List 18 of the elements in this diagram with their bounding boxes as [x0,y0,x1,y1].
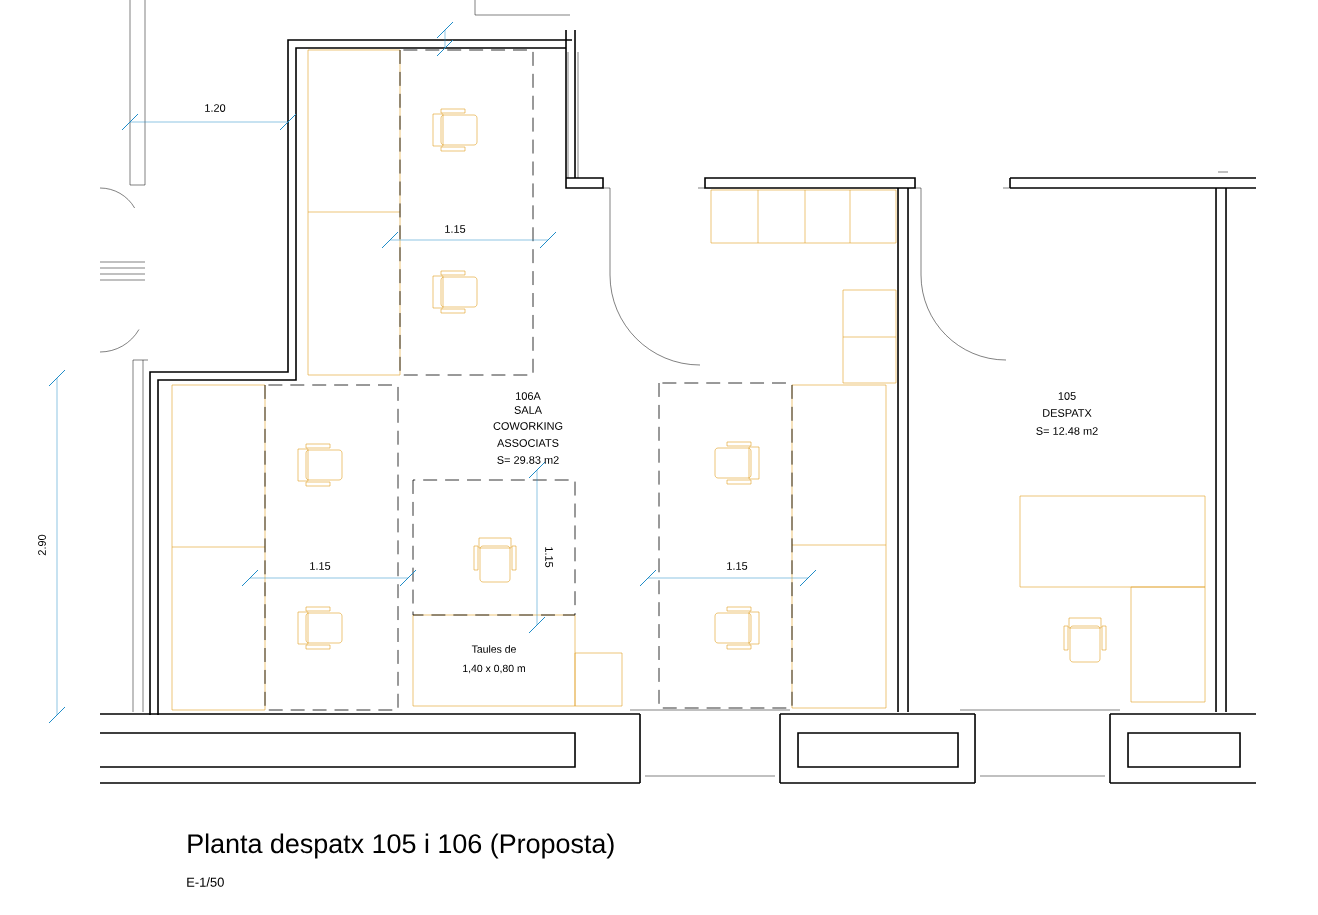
title: Planta despatx 105 i 106 (Proposta) [188,833,614,859]
room-label: S= 29.83 m2 [497,456,559,464]
dimension-text: 1.15 [445,225,466,233]
room-label: SALA [514,406,542,414]
dimension-text: 2.90 [38,534,46,556]
note-text: Taules de [471,645,516,653]
room-label: DESPATX [1043,409,1092,417]
dimension-text: 1.20 [205,104,226,112]
dimension-text: 1.15 [545,547,553,568]
room-label: S= 12.48 m2 [1036,427,1098,435]
dimension-text: 1.15 [310,562,331,570]
dimension-text: 1.15 [727,562,748,570]
note-text: 1,40 x 0,80 m [463,664,525,674]
room-label: 105 [1058,392,1076,400]
room-label: ASSOCIATS [497,439,559,447]
room-label: 106A [516,392,541,400]
room-label: COWORKING [493,422,563,430]
scale-text: E-1/50 [187,877,224,887]
